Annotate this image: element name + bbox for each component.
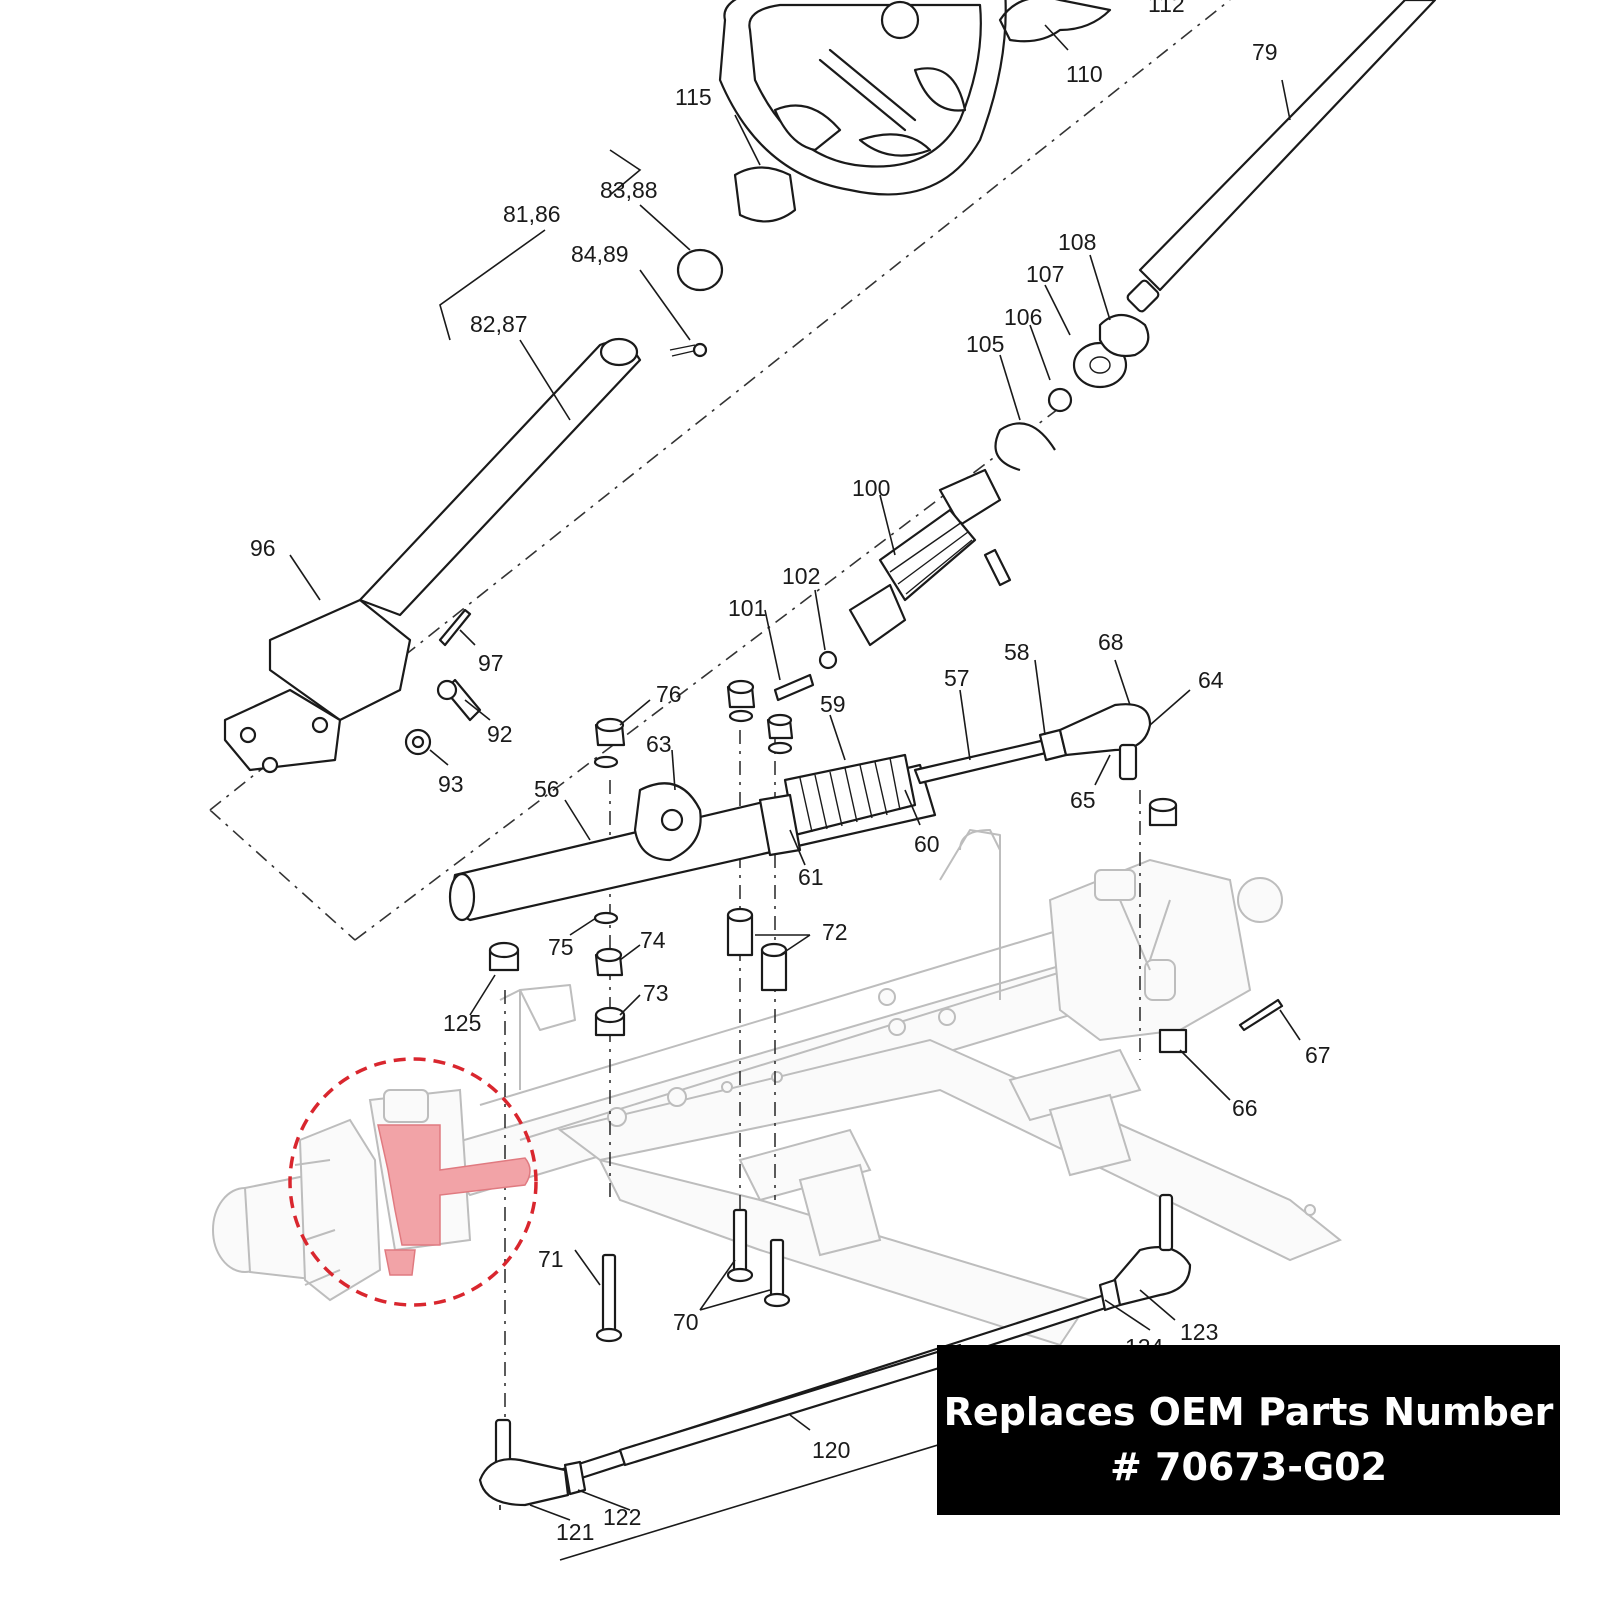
bolt-101	[773, 673, 815, 702]
jam-nut-122	[563, 1460, 587, 1496]
snap-ring-105	[994, 422, 1056, 472]
label-82-87: 82,87	[470, 311, 528, 337]
label-120: 120	[812, 1437, 850, 1463]
tie-rod-120	[478, 1193, 1192, 1507]
label-76: 76	[656, 681, 682, 707]
label-97: 97	[478, 650, 504, 676]
centerline-mounts	[504, 730, 1141, 1420]
wheel-cover-110	[998, 0, 1112, 43]
column-tube-82-87	[358, 341, 642, 617]
label-68: 68	[1098, 629, 1124, 655]
tie-rod-end-121	[478, 1458, 570, 1507]
mount-hardware	[488, 679, 1284, 1054]
label-121: 121	[556, 1519, 594, 1545]
washer-102	[818, 650, 838, 670]
castle-nut-66	[1158, 1028, 1188, 1054]
ring-106	[1047, 387, 1073, 413]
label-106: 106	[1004, 304, 1042, 330]
label-110: 110	[1066, 61, 1103, 87]
label-75: 75	[548, 934, 574, 960]
label-92: 92	[487, 721, 513, 747]
label-81-86: 81,86	[503, 201, 561, 227]
label-60: 60	[914, 831, 940, 857]
label-72: 72	[822, 919, 848, 945]
rack-assembly	[448, 703, 1152, 922]
steering-wheel	[718, 0, 1007, 196]
steering-arm-stud	[384, 1249, 416, 1276]
label-123: 123	[1180, 1319, 1218, 1345]
label-93: 93	[438, 771, 464, 797]
label-64: 64	[1198, 667, 1224, 693]
pin-97	[438, 608, 472, 647]
label-105: 105	[966, 331, 1004, 357]
column-base-96	[223, 598, 412, 774]
hub-115	[733, 166, 797, 223]
highlight-circle	[288, 1057, 538, 1307]
chassis-ghost	[428, 829, 1342, 1347]
label-101: 101	[728, 595, 766, 621]
steering-arm-highlight	[288, 1057, 538, 1307]
label-71: 71	[538, 1246, 564, 1272]
label-102: 102	[782, 563, 820, 589]
shaft-79	[1126, 0, 1437, 313]
label-79: 79	[1252, 39, 1278, 65]
label-56: 56	[534, 776, 560, 802]
leader-lines	[289, 24, 1301, 1561]
clamp-61	[758, 793, 802, 857]
label-57: 57	[944, 665, 970, 691]
label-112: 112	[1148, 0, 1185, 17]
label-100: 100	[852, 475, 890, 501]
screw-84-89	[692, 342, 708, 358]
label-58: 58	[1004, 639, 1030, 665]
stud-65	[1118, 743, 1138, 781]
label-63: 63	[646, 731, 672, 757]
part-labels: 112 110 79 115 83,88 81,86 84,89 82,87 1…	[250, 0, 1331, 1545]
label-66: 66	[1232, 1095, 1258, 1121]
label-96: 96	[250, 535, 276, 561]
label-73: 73	[643, 980, 669, 1006]
label-125: 125	[443, 1010, 481, 1036]
banner-line-2: # 70673-G02	[1109, 1445, 1388, 1489]
banner-line-1: Replaces OEM Parts Number	[943, 1390, 1554, 1434]
label-108: 108	[1058, 229, 1096, 255]
bushing-83-88	[676, 248, 724, 292]
label-122: 122	[603, 1504, 641, 1530]
label-65: 65	[1070, 787, 1096, 813]
label-84-89: 84,89	[571, 241, 629, 267]
label-74: 74	[640, 927, 666, 953]
label-70: 70	[673, 1309, 699, 1335]
label-115: 115	[675, 84, 712, 110]
oem-part-number-banner: Replaces OEM Parts Number # 70673-G02	[937, 1345, 1560, 1515]
label-67: 67	[1305, 1042, 1331, 1068]
long-bolts	[595, 1208, 791, 1343]
label-83-88: 83,88	[600, 177, 658, 203]
label-61: 61	[798, 864, 824, 890]
jam-nut-124	[1098, 1278, 1122, 1312]
tie-rod-end-123	[1108, 1246, 1192, 1307]
tie-rod-57	[913, 738, 1052, 785]
steering-arm	[377, 1124, 531, 1246]
ujoint-100	[848, 468, 1012, 647]
cotter-pin-67	[1238, 998, 1284, 1032]
label-59: 59	[820, 691, 846, 717]
label-107: 107	[1026, 261, 1064, 287]
spring-108	[1098, 313, 1150, 358]
